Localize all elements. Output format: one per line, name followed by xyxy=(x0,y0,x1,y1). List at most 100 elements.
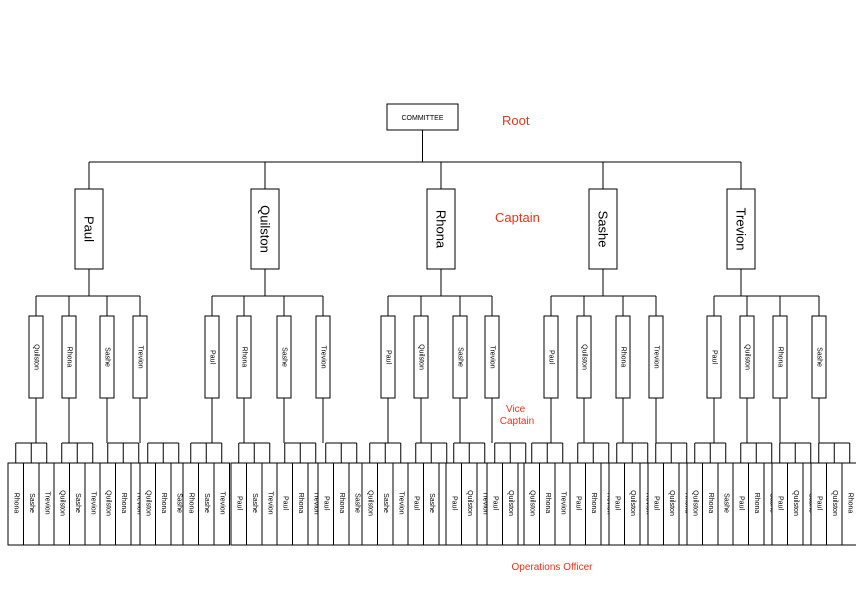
officer-label: Quilston xyxy=(366,490,373,516)
vice-captain-label: Trevion xyxy=(137,345,144,368)
officer-label: Quilston xyxy=(507,490,514,516)
root-node xyxy=(386,103,459,131)
connector-lines xyxy=(15,130,851,463)
officer-label: Sashe xyxy=(175,493,182,513)
vice-captain-label: Paul xyxy=(711,350,718,364)
officer-label: Paul xyxy=(574,496,581,510)
vice-captain-node xyxy=(204,315,220,399)
vice-captain-node xyxy=(772,315,788,399)
vice-captain-node xyxy=(236,315,252,399)
vice-captain-node xyxy=(706,315,722,399)
vice-captain-label: Quilston xyxy=(581,344,588,370)
vice-captain-node xyxy=(615,315,631,399)
vice-captain-node xyxy=(739,315,755,399)
vice-captain-node xyxy=(413,315,429,399)
officer-label: Paul xyxy=(281,496,288,510)
officer-label: Paul xyxy=(613,496,620,510)
officer-label: Rhona xyxy=(753,493,760,514)
officer-label: Trevion xyxy=(89,491,96,514)
tier-label-root: Root xyxy=(502,113,530,128)
officer-label: Paul xyxy=(776,496,783,510)
officer-label: Paul xyxy=(412,496,419,510)
officer-label: Sashe xyxy=(251,493,258,513)
vice-captain-label: Rhona xyxy=(777,347,784,368)
officer-label: Sashe xyxy=(428,493,435,513)
vice-captain-label: Quilston xyxy=(33,344,40,370)
vice-captain-node xyxy=(315,315,331,399)
officer-label: Rhona xyxy=(846,493,853,514)
officer-label: Paul xyxy=(322,496,329,510)
vice-captain-node xyxy=(484,315,500,399)
tier-labels: Root Captain Vice Captain Operations Off… xyxy=(495,113,593,573)
officer-label: Paul xyxy=(491,496,498,510)
officer-label: Trevion xyxy=(559,491,566,514)
vice-captain-node xyxy=(99,315,115,399)
vice-captain-label: Paul xyxy=(548,350,555,364)
officer-label: Rhona xyxy=(297,493,304,514)
officer-label: Sashe xyxy=(203,493,210,513)
officer-node xyxy=(213,462,230,546)
vice-captain-label: Sashe xyxy=(457,347,464,367)
vice-captain-label: Paul xyxy=(385,350,392,364)
officer-label: Rhona xyxy=(12,493,19,514)
officer-label: Rhona xyxy=(707,493,714,514)
vice-captain-label: Trevion xyxy=(489,345,496,368)
officer-label: Rhona xyxy=(120,493,127,514)
officer-label: Paul xyxy=(652,496,659,510)
officer-label: Quilston xyxy=(792,490,799,516)
captain-node-quilston xyxy=(250,188,280,270)
vice-captain-label: Trevion xyxy=(653,345,660,368)
captain-label: Rhona xyxy=(434,210,449,249)
vice-captain-node xyxy=(132,315,148,399)
officer-label: Sashe xyxy=(353,493,360,513)
vice-captain-node xyxy=(276,315,292,399)
officer-label: Quilston xyxy=(691,490,698,516)
tier-label-vice-captain-line1: Vice xyxy=(506,404,526,415)
officer-label: Trevion xyxy=(266,491,273,514)
vice-captain-node xyxy=(576,315,592,399)
officer-label: Trevion xyxy=(481,491,488,514)
officer-label: Rhona xyxy=(338,493,345,514)
officer-label: Trevion xyxy=(218,491,225,514)
officer-label: Rhona xyxy=(590,493,597,514)
vice-captain-label: Quilston xyxy=(744,344,751,370)
captain-node-paul xyxy=(74,188,104,270)
officer-label: Quilston xyxy=(466,490,473,516)
vice-captain-label: Sashe xyxy=(104,347,111,367)
vice-captain-node xyxy=(28,315,44,399)
tier-label-vice-captain-line2: Captain xyxy=(500,416,534,427)
vice-captain-label: Quilston xyxy=(418,344,425,370)
officer-label: Quilston xyxy=(668,490,675,516)
officer-label: Sashe xyxy=(382,493,389,513)
vice-captain-label: Rhona xyxy=(241,347,248,368)
captain-node-sashe xyxy=(588,188,618,270)
vice-captain-label: Paul xyxy=(209,350,216,364)
tier-label-vice-captain: Vice Captain xyxy=(500,404,534,427)
vice-captain-label: Rhona xyxy=(66,347,73,368)
officer-label: Trevion xyxy=(397,491,404,514)
vice-captain-label: Trevion xyxy=(320,345,327,368)
captain-label: Sashe xyxy=(596,211,611,248)
vice-captain-label: Rhona xyxy=(620,347,627,368)
officer-label: Trevion xyxy=(312,491,319,514)
captain-node-rhona xyxy=(426,188,456,270)
captain-label: Trevion xyxy=(734,208,749,251)
vice-captain-label: Sashe xyxy=(816,347,823,367)
captain-label: Quilston xyxy=(258,205,273,253)
officer-label: Trevion xyxy=(43,491,50,514)
vice-captain-node xyxy=(648,315,664,399)
tier-label-operations-officer: Operations Officer xyxy=(512,562,594,573)
officer-label: Sashe xyxy=(28,493,35,513)
officer-label: Rhona xyxy=(544,493,551,514)
officer-label: Paul xyxy=(450,496,457,510)
officer-label: Quilston xyxy=(58,490,65,516)
officer-label: Sashe xyxy=(722,493,729,513)
vice-captain-node xyxy=(452,315,468,399)
officer-label: Quilston xyxy=(528,490,535,516)
officer-label: Trevion xyxy=(135,491,142,514)
vice-captain-node xyxy=(811,315,827,399)
vice-captain-node xyxy=(61,315,77,399)
captain-label: Paul xyxy=(82,216,97,242)
